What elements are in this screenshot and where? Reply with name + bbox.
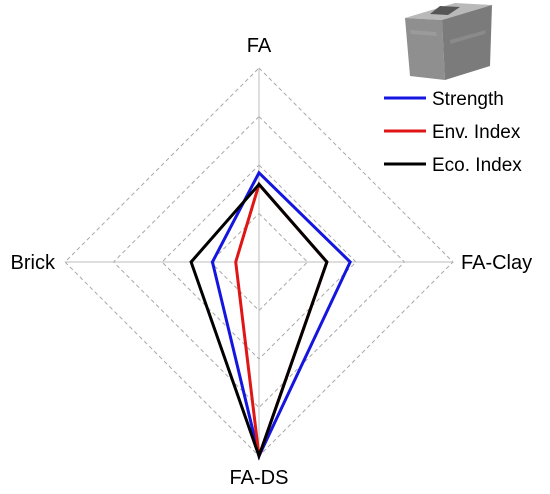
grid-ring (209, 212, 309, 312)
radar-series (189, 170, 352, 461)
brick-block-image (405, 3, 492, 80)
legend-label-strength: Strength (432, 89, 504, 110)
radar-grid (64, 67, 454, 457)
axis-label-brick: Brick (11, 252, 56, 274)
legend-label-eco-index: Eco. Index (432, 155, 522, 176)
axis-label-fa-ds: FA-DS (230, 467, 289, 489)
series-eco-index (189, 182, 329, 461)
axis-label-fa-clay: FA-Clay (461, 252, 532, 274)
legend-label-env-index: Env. Index (432, 122, 521, 143)
axis-label-fa: FA (247, 35, 272, 57)
